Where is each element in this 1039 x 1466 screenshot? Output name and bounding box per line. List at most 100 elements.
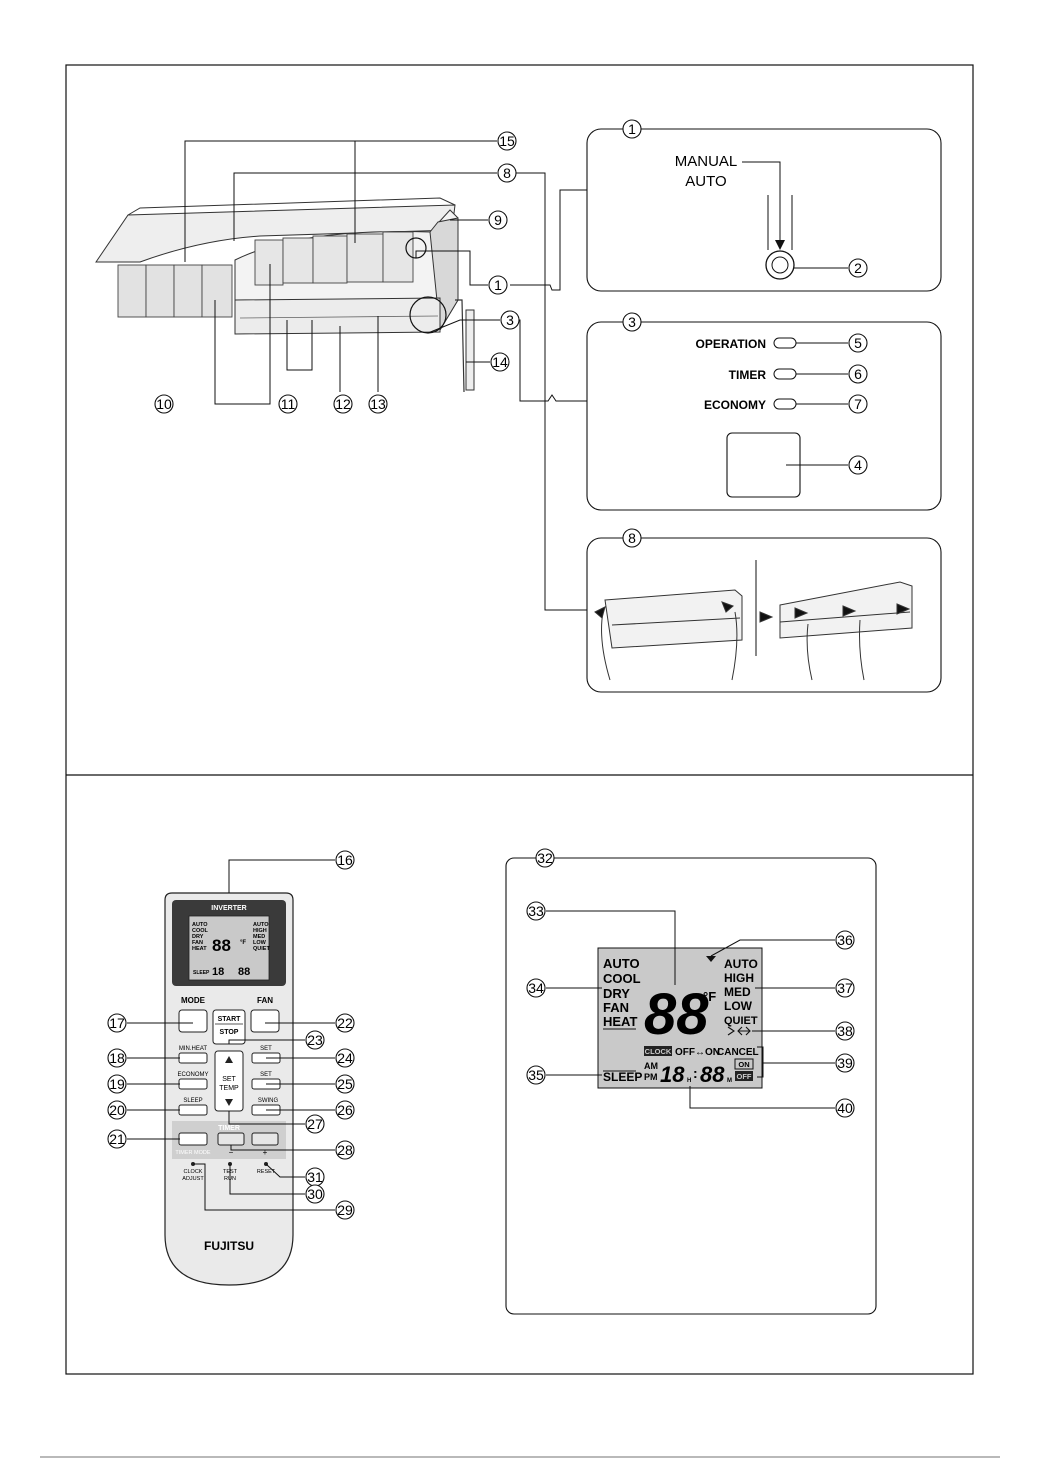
- svg-text:10: 10: [156, 396, 172, 412]
- lcd-temp-unit: °F: [703, 989, 716, 1004]
- callout-16: 16: [335, 850, 355, 870]
- callout-26: 26: [335, 1100, 355, 1120]
- callout-3-unit: 3: [500, 310, 520, 330]
- callout-1-box: 1: [622, 119, 642, 139]
- svg-text:FAN: FAN: [603, 1000, 629, 1015]
- svg-text:17: 17: [109, 1015, 125, 1031]
- callout-6: 6: [848, 364, 868, 384]
- svg-text:TIMER MODE: TIMER MODE: [175, 1150, 210, 1156]
- operation-lamp: [773, 337, 797, 349]
- callout-22: 22: [335, 1013, 355, 1033]
- callout-40: 40: [835, 1098, 855, 1118]
- open-panel-step1: [594, 589, 743, 681]
- callout-33: 33: [526, 901, 546, 921]
- lcd-minutes: 88: [700, 1062, 725, 1087]
- svg-text:ON: ON: [738, 1060, 749, 1069]
- front-panel-open: [95, 204, 456, 263]
- svg-text:SLEEP: SLEEP: [193, 970, 210, 976]
- callout-8-box: 8: [622, 528, 642, 548]
- svg-text:SET: SET: [260, 1046, 272, 1052]
- callout-27: 27: [305, 1114, 325, 1134]
- svg-text:30: 30: [307, 1186, 323, 1202]
- lcd-sleep: SLEEP: [603, 1070, 642, 1084]
- callout-13: 13: [368, 394, 388, 414]
- fan-button[interactable]: [250, 1009, 280, 1033]
- svg-text:7: 7: [854, 396, 862, 412]
- callout-37: 37: [835, 978, 855, 998]
- callout-24: 24: [335, 1048, 355, 1068]
- svg-text:QUIET: QUIET: [253, 946, 270, 952]
- sleep-button[interactable]: [178, 1104, 208, 1116]
- svg-text:CLOCK: CLOCK: [645, 1047, 672, 1056]
- callout-21: 21: [107, 1129, 127, 1149]
- svg-text:32: 32: [537, 850, 553, 866]
- svg-text:MIN.HEAT: MIN.HEAT: [179, 1046, 208, 1052]
- svg-text:27: 27: [307, 1116, 323, 1132]
- louvre: [234, 297, 441, 335]
- svg-text:LOW: LOW: [253, 940, 267, 946]
- callout-9: 9: [488, 210, 508, 230]
- svg-text:36: 36: [837, 932, 853, 948]
- svg-text:COOL: COOL: [192, 928, 209, 934]
- svg-text::: :: [693, 1065, 698, 1081]
- callout-12: 12: [333, 394, 353, 414]
- svg-text:ECONOMY: ECONOMY: [177, 1072, 208, 1078]
- callout-31: 31: [305, 1167, 325, 1187]
- manual-auto-box: [586, 128, 942, 292]
- callout-36: 36: [835, 930, 855, 950]
- svg-text:AUTO: AUTO: [724, 957, 758, 971]
- svg-text:1: 1: [494, 277, 502, 293]
- auto-label: AUTO: [685, 173, 726, 190]
- timer-minus-button[interactable]: [217, 1132, 245, 1146]
- callout-17: 17: [107, 1013, 127, 1033]
- operation-label: OPERATION: [696, 337, 766, 351]
- timer-lamp: [773, 368, 797, 380]
- svg-text:AUTO: AUTO: [192, 922, 208, 928]
- lcd-am: AM: [644, 1061, 658, 1071]
- svg-text:SET: SET: [260, 1072, 272, 1078]
- svg-text:88: 88: [212, 936, 231, 955]
- svg-text:3: 3: [628, 314, 636, 330]
- mode-button[interactable]: [178, 1009, 208, 1033]
- callout-4: 4: [848, 455, 868, 475]
- timer-label: TIMER: [729, 368, 767, 382]
- lcd-off-badge: [735, 1071, 753, 1081]
- svg-text:1: 1: [628, 121, 636, 137]
- callout-10: 10: [154, 394, 174, 414]
- callout-5: 5: [848, 333, 868, 353]
- svg-text:HIGH: HIGH: [253, 928, 267, 934]
- lcd-mode-list: AUTO COOL DRY FAN HEAT: [603, 956, 641, 1030]
- economy-lamp: [773, 398, 797, 410]
- callout-35: 35: [526, 1065, 546, 1085]
- timer-plus-button[interactable]: [251, 1132, 279, 1146]
- svg-text:20: 20: [109, 1102, 125, 1118]
- svg-text:MED: MED: [253, 934, 265, 940]
- callout-2: 2: [848, 258, 868, 278]
- timer-mode-button[interactable]: [178, 1132, 208, 1146]
- svg-text:29: 29: [337, 1202, 353, 1218]
- svg-text:88: 88: [238, 966, 250, 978]
- lcd-cancel: CANCEL: [717, 1047, 759, 1058]
- remote-brand-top: INVERTER: [211, 905, 246, 912]
- svg-text:25: 25: [337, 1076, 353, 1092]
- svg-text:8: 8: [628, 530, 636, 546]
- svg-text:SWING: SWING: [258, 1098, 279, 1104]
- svg-text:2: 2: [854, 260, 862, 276]
- remote-control: INVERTER AUTO COOL DRY FAN HEAT 88 °F AU…: [164, 892, 294, 1286]
- lcd-hours: 18: [660, 1062, 685, 1087]
- min-heat-button[interactable]: [178, 1052, 208, 1064]
- svg-text:8: 8: [503, 165, 511, 181]
- svg-text:H: H: [687, 1078, 691, 1084]
- callout-20: 20: [107, 1100, 127, 1120]
- economy-button[interactable]: [178, 1078, 208, 1090]
- svg-text:24: 24: [337, 1050, 353, 1066]
- lcd-pm: PM: [644, 1072, 658, 1082]
- svg-text:21: 21: [109, 1131, 125, 1147]
- svg-text:5: 5: [854, 335, 862, 351]
- svg-text:31: 31: [307, 1169, 323, 1185]
- outer-frame: [65, 64, 974, 1375]
- svg-text:6: 6: [854, 366, 862, 382]
- svg-text:18: 18: [109, 1050, 125, 1066]
- svg-text:39: 39: [837, 1055, 853, 1071]
- svg-text:28: 28: [337, 1142, 353, 1158]
